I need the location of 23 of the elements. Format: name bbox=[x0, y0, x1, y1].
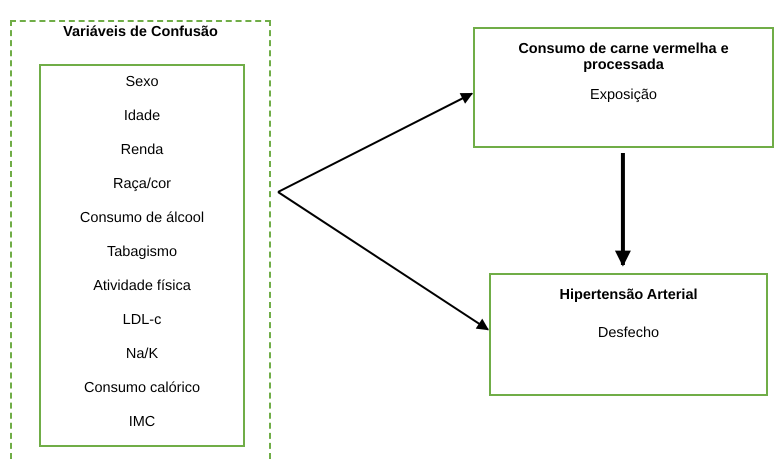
arrow bbox=[278, 92, 474, 193]
variable-label: Sexo bbox=[124, 74, 160, 90]
variable-label: Atividade física bbox=[92, 278, 192, 294]
role-label: Exposição bbox=[589, 87, 658, 103]
variable-label: Consumo calórico bbox=[82, 380, 202, 396]
heading: Hipertensão Arterial bbox=[558, 287, 699, 303]
heading: Consumo de carne vermelha e processada bbox=[517, 41, 730, 73]
arrow bbox=[614, 153, 631, 267]
variable-label: Consumo de álcool bbox=[78, 210, 206, 226]
variable-label: Idade bbox=[122, 108, 162, 124]
variable-label: IMC bbox=[128, 414, 156, 430]
role-label: Desfecho bbox=[596, 325, 660, 341]
arrow bbox=[277, 191, 489, 330]
variable-label: Na/K bbox=[124, 346, 160, 362]
list-box bbox=[39, 64, 245, 447]
variable-label: Tabagismo bbox=[106, 244, 178, 260]
group-frame bbox=[10, 20, 271, 459]
process-box bbox=[473, 27, 774, 148]
heading: Variáveis de Confusão bbox=[62, 24, 219, 40]
variable-label: Renda bbox=[120, 142, 164, 158]
process-box bbox=[489, 273, 768, 396]
variable-label: Raça/cor bbox=[112, 176, 172, 192]
variable-label: LDL-c bbox=[122, 312, 162, 328]
